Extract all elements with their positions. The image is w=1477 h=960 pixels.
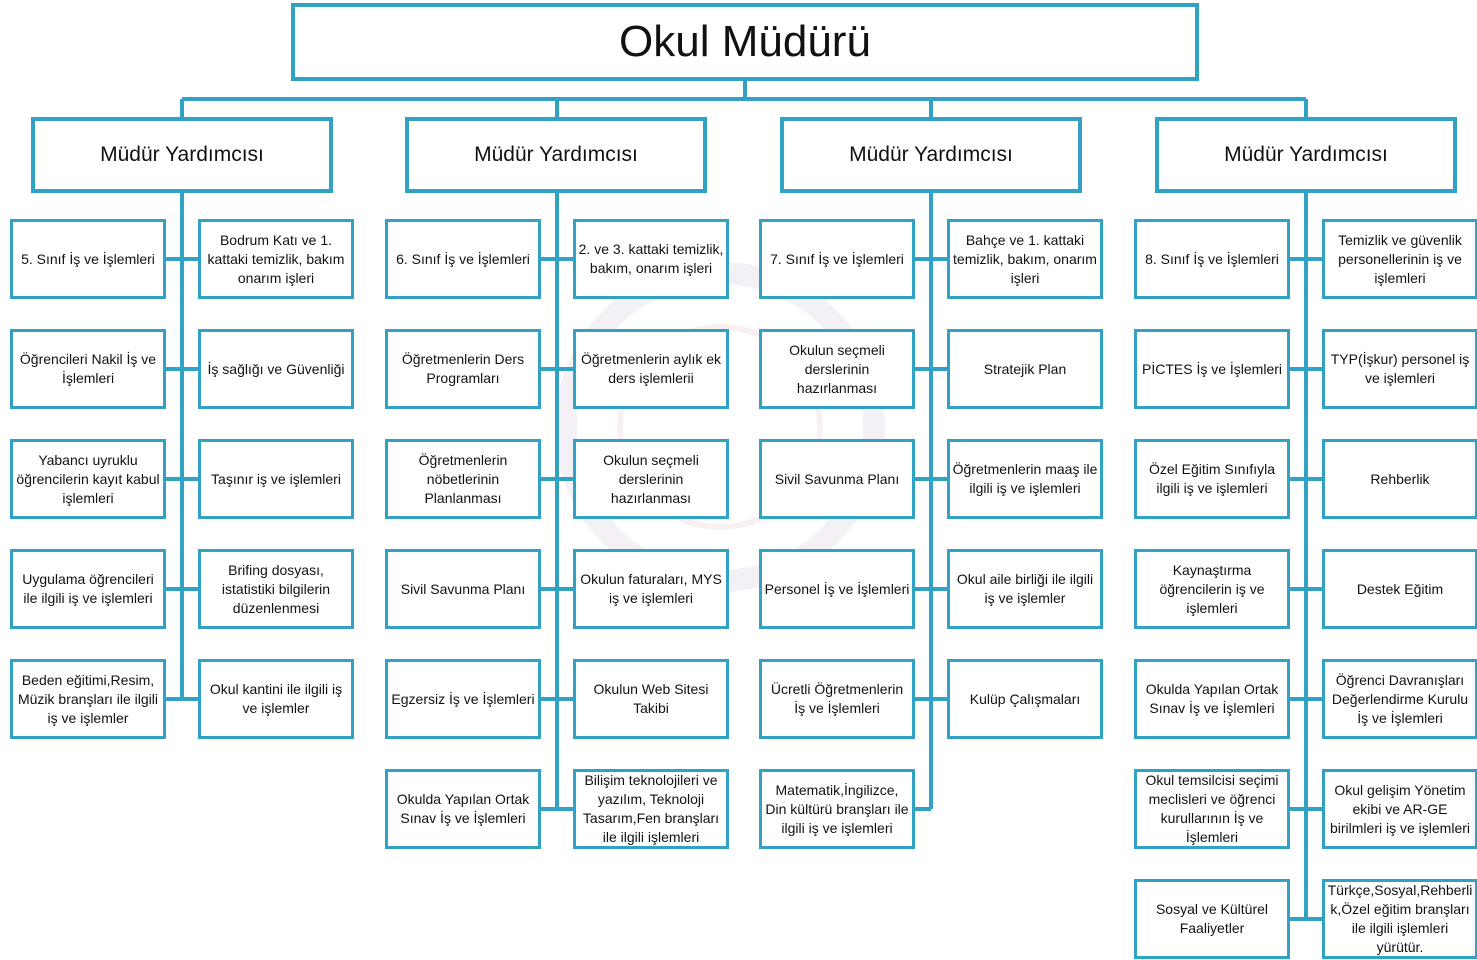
duty-box-left-4-7: Sosyal ve Kültürel Faaliyetler — [1134, 879, 1290, 959]
duty-box-left-3-1: 7. Sınıf İş ve İşlemleri — [759, 219, 915, 299]
duty-box-left-2-6: Okulda Yapılan Ortak Sınav İş ve İşlemle… — [385, 769, 541, 849]
assistant-box-2: Müdür Yardımcısı — [405, 117, 707, 193]
assistant-box-3: Müdür Yardımcısı — [780, 117, 1082, 193]
duty-box-left-3-3: Sivil Savunma Planı — [759, 439, 915, 519]
duty-box-left-1-1: 5. Sınıf İş ve İşlemleri — [10, 219, 166, 299]
duty-box-right-3-4: Okul aile birliği ile ilgili iş ve işlem… — [947, 549, 1103, 629]
duty-box-left-1-4: Uygulama öğrencileri ile ilgili iş ve iş… — [10, 549, 166, 629]
duty-box-left-3-5: Ücretli Öğretmenlerin İş ve İşlemleri — [759, 659, 915, 739]
duty-box-left-2-4: Sivil Savunma Planı — [385, 549, 541, 629]
duty-box-right-4-5: Öğrenci Davranışları Değerlendirme Kurul… — [1322, 659, 1477, 739]
duty-box-left-1-3: Yabancı uyruklu öğrencilerin kayıt kabul… — [10, 439, 166, 519]
duty-box-right-2-6: Bilişim teknolojileri ve yazılım, Teknol… — [573, 769, 729, 849]
duty-box-right-4-4: Destek Eğitim — [1322, 549, 1477, 629]
duty-box-right-2-1: 2. ve 3. kattaki temizlik, bakım, onarım… — [573, 219, 729, 299]
duty-box-left-2-1: 6. Sınıf İş ve İşlemleri — [385, 219, 541, 299]
duty-box-left-2-3: Öğretmenlerin nöbetlerinin Planlanması — [385, 439, 541, 519]
duty-box-right-1-1: Bodrum Katı ve 1. kattaki temizlik, bakı… — [198, 219, 354, 299]
duty-box-right-2-3: Okulun seçmeli derslerinin hazırlanması — [573, 439, 729, 519]
duty-box-right-1-3: Taşınır iş ve işlemleri — [198, 439, 354, 519]
assistant-box-1: Müdür Yardımcısı — [31, 117, 333, 193]
duty-box-left-1-2: Öğrencileri Nakil İş ve İşlemleri — [10, 329, 166, 409]
assistant-box-4: Müdür Yardımcısı — [1155, 117, 1457, 193]
principal-box: Okul Müdürü — [291, 3, 1199, 81]
duty-box-left-2-2: Öğretmenlerin Ders Programları — [385, 329, 541, 409]
duty-box-left-4-1: 8. Sınıf İş ve İşlemleri — [1134, 219, 1290, 299]
duty-box-right-3-2: Stratejik Plan — [947, 329, 1103, 409]
duty-box-left-3-6: Matematik,İngilizce, Din kültürü branşla… — [759, 769, 915, 849]
duty-box-left-3-2: Okulun seçmeli derslerinin hazırlanması — [759, 329, 915, 409]
duty-box-right-3-3: Öğretmenlerin maaş ile ilgili iş ve işle… — [947, 439, 1103, 519]
duty-box-right-4-1: Temizlik ve güvenlik personellerinin iş … — [1322, 219, 1477, 299]
duty-box-left-2-5: Egzersiz İş ve İşlemleri — [385, 659, 541, 739]
duty-box-right-2-4: Okulun faturaları, MYS iş ve işlemleri — [573, 549, 729, 629]
duty-box-right-1-2: İş sağlığı ve Güvenliği — [198, 329, 354, 409]
duty-box-right-1-4: Brifing dosyası, istatistiki bilgilerin … — [198, 549, 354, 629]
duty-box-right-3-1: Bahçe ve 1. kattaki temizlik, bakım, ona… — [947, 219, 1103, 299]
duty-box-left-3-4: Personel İş ve İşlemleri — [759, 549, 915, 629]
duty-box-right-1-5: Okul kantini ile ilgili iş ve işlemler — [198, 659, 354, 739]
duty-box-right-4-6: Okul gelişim Yönetim ekibi ve AR-GE biri… — [1322, 769, 1477, 849]
duty-box-left-4-2: PİCTES İş ve İşlemleri — [1134, 329, 1290, 409]
duty-box-right-4-7: Türkçe,Sosyal,Rehberli k,Özel eğitim bra… — [1322, 879, 1477, 959]
duty-box-left-4-5: Okulda Yapılan Ortak Sınav İş ve İşlemle… — [1134, 659, 1290, 739]
duty-box-right-4-3: Rehberlik — [1322, 439, 1477, 519]
duty-box-right-4-2: TYP(İşkur) personel iş ve işlemleri — [1322, 329, 1477, 409]
duty-box-right-2-5: Okulun Web Sitesi Takibi — [573, 659, 729, 739]
duty-box-left-1-5: Beden eğitimi,Resim, Müzik branşları ile… — [10, 659, 166, 739]
duty-box-left-4-4: Kaynaştırma öğrencilerin iş ve işlemleri — [1134, 549, 1290, 629]
duty-box-right-2-2: Öğretmenlerin aylık ek ders işlemlerii — [573, 329, 729, 409]
duty-box-right-3-5: Kulüp Çalışmaları — [947, 659, 1103, 739]
duty-box-left-4-6: Okul temsilcisi seçimi meclisleri ve öğr… — [1134, 769, 1290, 849]
duty-box-left-4-3: Özel Eğitim Sınıfıyla ilgili iş ve işlem… — [1134, 439, 1290, 519]
